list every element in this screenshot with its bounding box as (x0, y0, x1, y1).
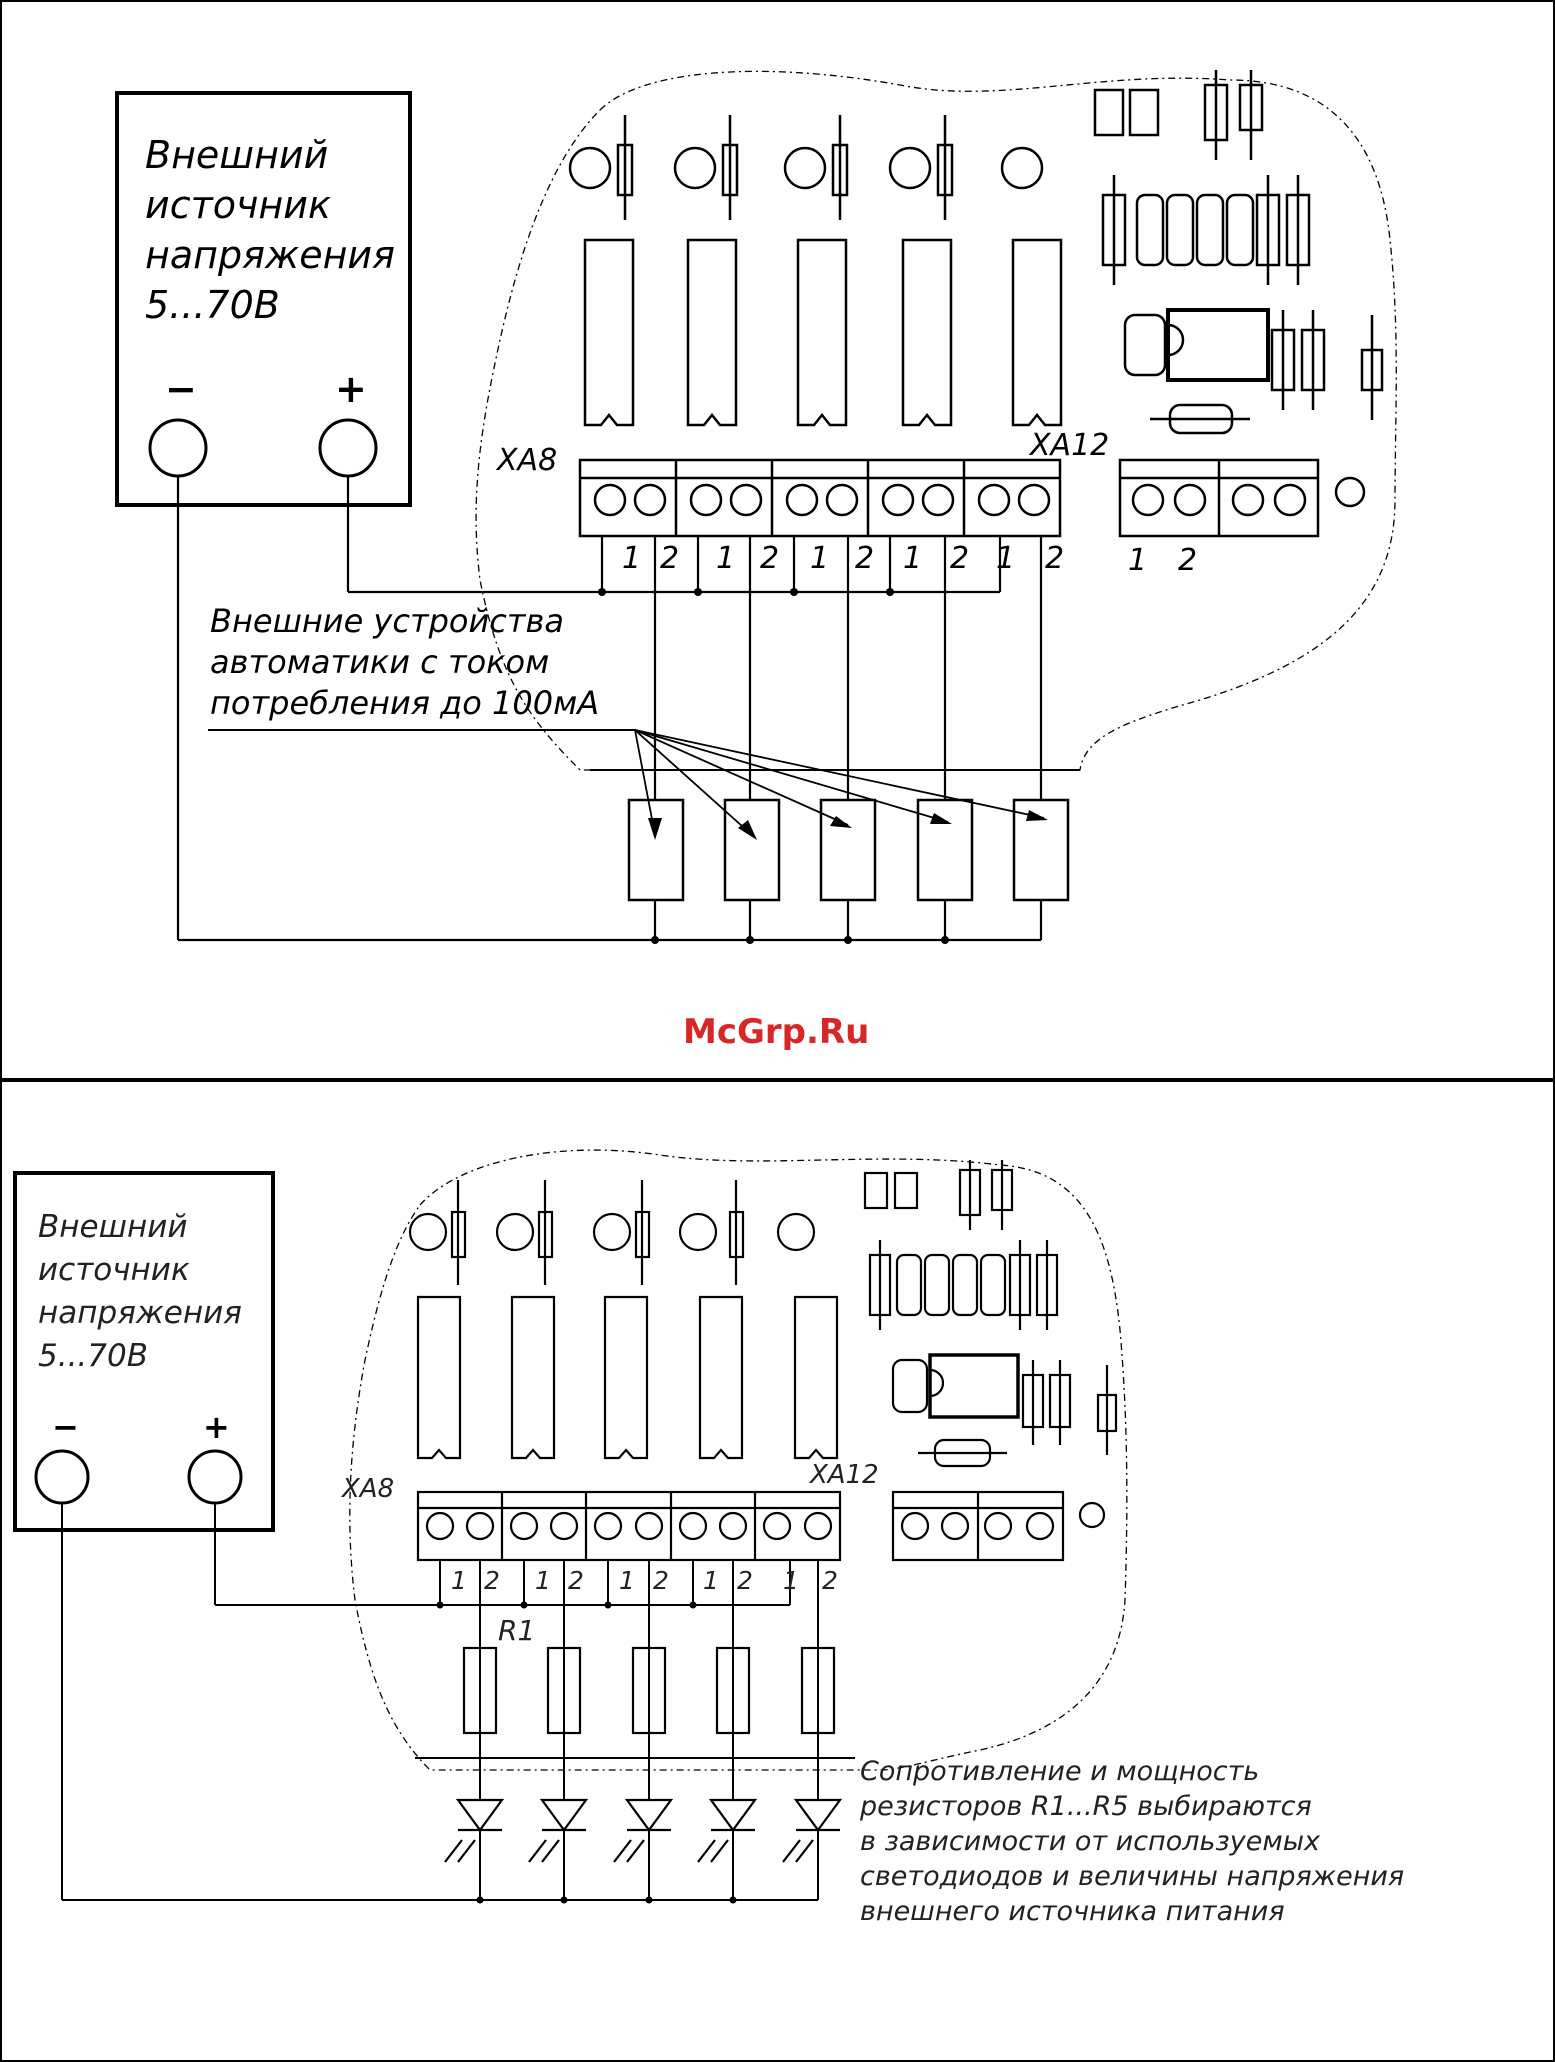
bottom-frame (0, 1080, 1555, 2062)
svg-text:2: 2 (822, 1566, 838, 1595)
terminal-block-aux (1118, 458, 1320, 538)
plus-label-bottom: + (203, 1408, 230, 1446)
minus-label-bottom: − (52, 1408, 79, 1446)
svg-text:1: 1 (783, 1566, 799, 1595)
pin-labels-bottom: 1 2 1 2 1 2 1 2 1 2 (451, 1566, 838, 1595)
svg-text:1: 1 (451, 1566, 467, 1595)
component-row-bottom (408, 1180, 816, 1285)
aux-pin-labels-top: 1 2 (1128, 543, 1197, 578)
plus-label: + (335, 367, 367, 411)
load-devices (627, 798, 1070, 902)
relay-row (583, 238, 1063, 427)
svg-text:источник: источник (145, 183, 331, 227)
svg-text:1: 1 (622, 541, 641, 576)
resistors (462, 1646, 836, 1735)
svg-text:Внешние устройства: Внешние устройства (210, 602, 564, 640)
svg-text:Сопротивление и мощность: Сопротивление и мощность (860, 1756, 1259, 1787)
svg-text:2: 2 (855, 541, 874, 576)
svg-text:Внешний: Внешний (145, 133, 328, 177)
right-components-bottom (863, 1160, 1118, 1529)
board-outline-bottom (349, 1149, 1128, 1771)
right-components (1093, 70, 1384, 508)
minus-label: − (165, 367, 197, 411)
svg-text:в зависимости от используемых: в зависимости от используемых (860, 1826, 1321, 1857)
svg-text:светодиодов и величины напряже: светодиодов и величины напряжения (860, 1861, 1404, 1892)
svg-text:2: 2 (950, 541, 969, 576)
svg-text:потребления до 100мА: потребления до 100мА (210, 684, 599, 722)
watermark: McGrp.Ru (683, 1012, 869, 1052)
top-panel (115, 70, 1397, 944)
note-top: Внешние устройства автоматики с током по… (210, 602, 599, 722)
svg-text:2: 2 (1178, 543, 1197, 578)
svg-text:1: 1 (903, 541, 922, 576)
connector-label-xa12-bottom: ХА12 (808, 1460, 879, 1490)
arrowheads-top (648, 810, 1048, 840)
svg-text:1: 1 (716, 541, 735, 576)
svg-text:Внешний: Внешний (38, 1209, 188, 1245)
svg-text:резисторов R1...R5 выбираются: резисторов R1...R5 выбираются (859, 1791, 1312, 1822)
bottom-panel (13, 1149, 1128, 1904)
svg-text:1: 1 (535, 1566, 551, 1595)
terminal-block-main-bottom (416, 1490, 842, 1562)
leds (444, 1798, 843, 1863)
svg-text:1: 1 (996, 541, 1015, 576)
junction-dots-top (598, 588, 949, 944)
component-row-top (568, 115, 1044, 220)
plus-terminal (318, 418, 378, 478)
connector-label-xa12: ХА12 (1028, 428, 1109, 463)
junction-dots-bottom (436, 1601, 737, 1904)
svg-text:2: 2 (484, 1566, 500, 1595)
svg-text:1: 1 (810, 541, 829, 576)
power-source-box (115, 91, 412, 507)
svg-text:2: 2 (568, 1566, 584, 1595)
terminal-block-main (578, 458, 1062, 538)
svg-text:автоматики с током: автоматики с током (210, 643, 549, 681)
power-source-box-bottom (13, 1171, 275, 1532)
svg-text:напряжения: напряжения (38, 1295, 242, 1331)
source-label-bottom: Внешний источник напряжения 5...70В (38, 1209, 242, 1374)
note-bottom: Сопротивление и мощность резисторов R1..… (859, 1756, 1404, 1927)
svg-text:1: 1 (619, 1566, 635, 1595)
terminal-block-aux-bottom (891, 1490, 1065, 1562)
relay-row-bottom (416, 1295, 839, 1460)
svg-text:2: 2 (653, 1566, 669, 1595)
resistor-label-r1: R1 (498, 1614, 535, 1647)
svg-text:1: 1 (1128, 543, 1147, 578)
leader-arrows-top (634, 729, 1045, 836)
svg-text:внешнего источника питания: внешнего источника питания (860, 1896, 1285, 1927)
svg-text:источник: источник (38, 1252, 190, 1288)
svg-text:2: 2 (737, 1566, 753, 1595)
board-outline (475, 70, 1397, 771)
svg-text:1: 1 (703, 1566, 719, 1595)
minus-terminal (148, 418, 208, 478)
source-label-top: Внешний источник напряжения 5...70В (145, 133, 395, 327)
top-frame (0, 0, 1555, 1080)
minus-terminal-bottom (34, 1449, 90, 1505)
connector-label-xa8: ХА8 (495, 443, 557, 478)
svg-text:2: 2 (760, 541, 779, 576)
svg-text:2: 2 (1045, 541, 1064, 576)
pin-labels-top: 1 2 1 2 1 2 1 2 1 2 (622, 541, 1064, 576)
connector-label-xa8-bottom: ХА8 (340, 1474, 394, 1504)
svg-text:2: 2 (660, 541, 679, 576)
plus-terminal-bottom (187, 1449, 243, 1505)
svg-text:5...70В: 5...70В (38, 1338, 148, 1374)
svg-text:напряжения: напряжения (145, 233, 395, 277)
wires-bottom (61, 1503, 819, 1901)
svg-text:5...70В: 5...70В (145, 283, 280, 327)
